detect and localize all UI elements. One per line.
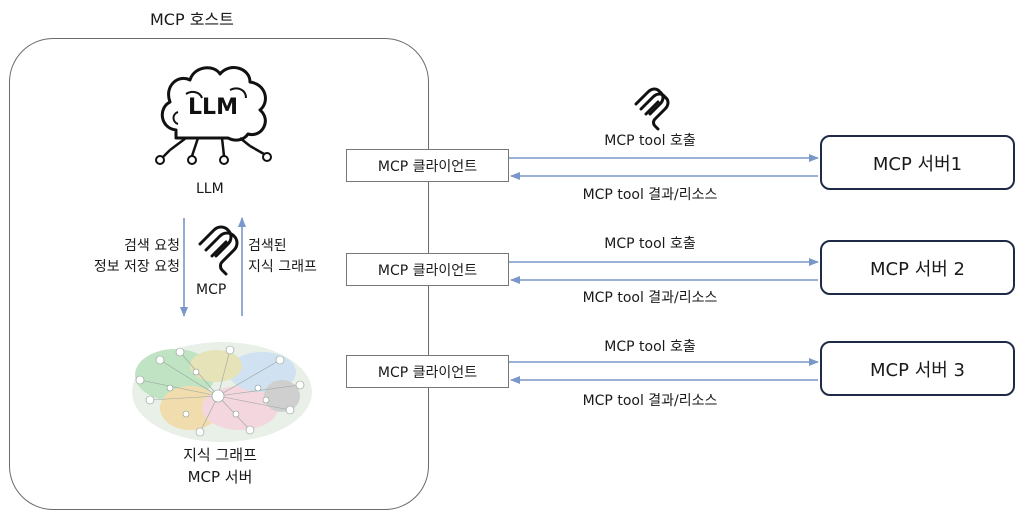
request-line-1: 검색 요청: [124, 238, 180, 254]
kg-line-1: 지식 그래프: [183, 446, 257, 464]
brain-llm-icon: LLM: [155, 66, 272, 165]
mcp-client-2: MCP 클라이언트: [346, 253, 509, 286]
mcp-client-1: MCP 클라이언트: [346, 149, 509, 182]
request-label: 검색 요청 정보 저장 요청: [48, 236, 180, 278]
request-line-2: 정보 저장 요청: [93, 259, 180, 275]
mcp-server-3: MCP 서버 3: [820, 341, 1015, 396]
response-line-2: 지식 그래프: [248, 259, 317, 275]
llm-label: LLM: [196, 181, 224, 197]
mcp-logo-icon: [634, 87, 670, 131]
kg-line-2: MCP 서버: [187, 468, 253, 486]
tool-result-label-1: MCP tool 결과/리소스: [582, 187, 718, 203]
tool-call-label-3: MCP tool 호출: [604, 339, 696, 355]
host-title: MCP 호스트: [150, 10, 234, 29]
tool-result-label-3: MCP tool 결과/리소스: [582, 393, 718, 409]
mcp-client-3: MCP 클라이언트: [346, 355, 509, 388]
mcp-server-2: MCP 서버 2: [820, 240, 1015, 295]
tool-call-label-2: MCP tool 호출: [604, 236, 696, 252]
response-label: 검색된 지식 그래프: [248, 236, 348, 278]
mcp-logo-icon: [198, 225, 239, 276]
knowledge-graph-label: 지식 그래프 MCP 서버: [120, 444, 320, 488]
response-line-1: 검색된: [248, 238, 287, 254]
knowledge-graph-image: [132, 342, 312, 442]
llm-icon-text: LLM: [188, 95, 238, 120]
tool-result-label-2: MCP tool 결과/리소스: [582, 290, 718, 306]
mcp-server-1: MCP 서버1: [820, 135, 1015, 190]
tool-call-label-1: MCP tool 호출: [604, 133, 696, 149]
mcp-label: MCP: [196, 282, 227, 298]
